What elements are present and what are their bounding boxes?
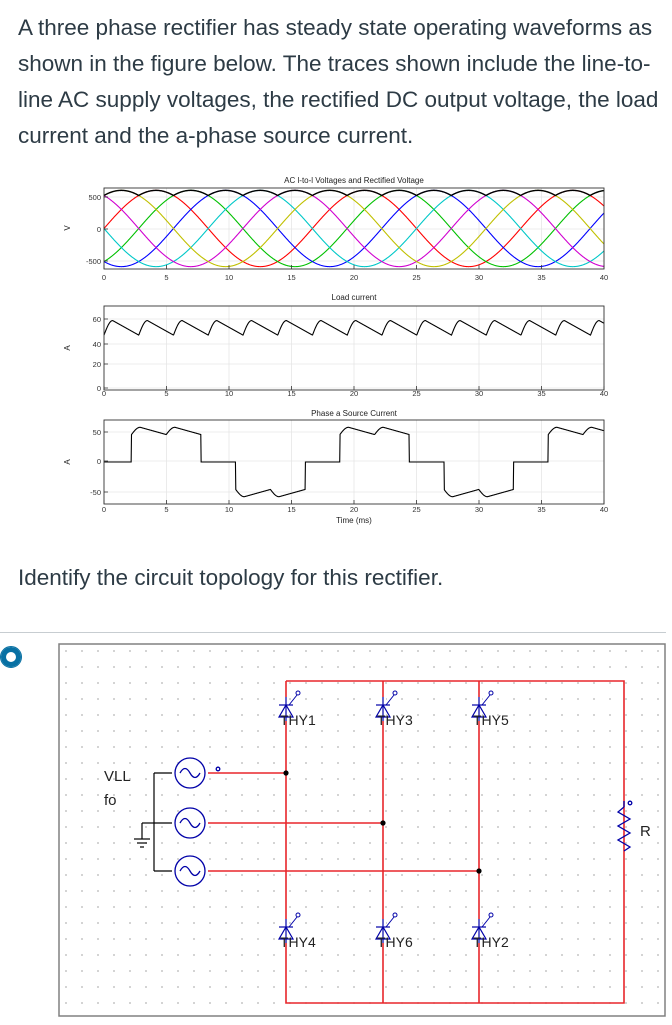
answer-radio-selected[interactable] (0, 646, 22, 668)
x-tick-label: 30 (475, 505, 483, 514)
junction-dots (283, 770, 482, 874)
divider (0, 632, 666, 633)
wiring (208, 680, 625, 1004)
x-tick-label: 0 (102, 505, 106, 514)
thyristor-thy4[interactable]: THY4 (277, 912, 316, 950)
x-tick-label: 30 (475, 389, 483, 398)
thyristor-thy6[interactable]: THY6 (374, 912, 413, 950)
x-tick-label: 5 (164, 389, 168, 398)
y-tick-label: 500 (88, 193, 101, 202)
x-tick-label: 15 (287, 505, 295, 514)
thyristor-label: THY3 (377, 712, 413, 728)
y-tick-label: -50 (90, 488, 101, 497)
y-tick-label: 40 (93, 340, 101, 349)
x-tick-label: 5 (164, 273, 168, 282)
x-tick-label: 5 (164, 505, 168, 514)
x-tick-label: 25 (412, 505, 420, 514)
question-prompt: A three phase rectifier has steady state… (18, 15, 659, 148)
x-tick-label: 35 (537, 505, 545, 514)
thyristor-label: THY6 (377, 934, 413, 950)
thyristor-label: THY4 (280, 934, 316, 950)
x-tick-label: 15 (287, 389, 295, 398)
thyristor-thy2[interactable]: THY2 (470, 912, 509, 950)
x-tick-label: 20 (350, 273, 358, 282)
rectified-voltage-series (103, 189, 605, 197)
resistor-icon (616, 800, 633, 852)
y-tick-label: 0 (97, 225, 101, 234)
x-tick-label: 15 (287, 273, 295, 282)
thyristor-label: THY2 (473, 934, 509, 950)
y-tick-label: 0 (97, 384, 101, 393)
y-tick-label: 60 (93, 315, 101, 324)
load-current-series (103, 319, 605, 336)
y-tick-label: 0 (97, 457, 101, 466)
identify-prompt: Identify the circuit topology for this r… (18, 565, 444, 590)
thyristor-thy5[interactable]: THY5 (470, 690, 509, 728)
x-tick-label: 10 (225, 273, 233, 282)
y-tick-label: 50 (93, 428, 101, 437)
chart-title: Load current (332, 293, 378, 302)
phase-current-series (104, 426, 605, 498)
source-wiring (134, 772, 172, 872)
thyristor-thy1[interactable]: THY1 (277, 690, 316, 728)
source-label-fo: fo (104, 792, 117, 809)
x-tick-label: 40 (600, 389, 608, 398)
source-label-vll: VLL (104, 768, 131, 785)
chart-title: AC l-to-l Voltages and Rectified Voltage (284, 176, 424, 185)
x-tick-label: 0 (102, 389, 106, 398)
x-tick-label: 0 (102, 273, 106, 282)
ac-sources (174, 757, 221, 887)
load-label: R (640, 823, 651, 840)
x-tick-label: 25 (412, 273, 420, 282)
x-tick-label: 10 (225, 505, 233, 514)
x-tick-label: 20 (350, 505, 358, 514)
y-tick-label: 20 (93, 360, 101, 369)
line-voltage-series (103, 189, 605, 268)
x-tick-label: 35 (537, 273, 545, 282)
y-axis-label: A (63, 345, 72, 351)
thyristor-thy3[interactable]: THY3 (374, 690, 413, 728)
schematic-frame (58, 643, 666, 1017)
x-tick-label: 40 (600, 273, 608, 282)
x-tick-label: 30 (475, 273, 483, 282)
x-tick-label: 20 (350, 389, 358, 398)
x-tick-label: 35 (537, 389, 545, 398)
thyristor-label: THY5 (473, 712, 509, 728)
x-tick-label: 25 (412, 389, 420, 398)
x-axis-label: Time (ms) (336, 516, 372, 525)
thyristor-label: THY1 (280, 712, 316, 728)
y-tick-label: -500 (86, 257, 101, 266)
x-tick-label: 10 (225, 389, 233, 398)
y-axis-label: A (63, 459, 72, 465)
y-axis-label: V (63, 225, 72, 231)
line-voltage-series (103, 189, 605, 268)
x-tick-label: 40 (600, 505, 608, 514)
chart-title: Phase a Source Current (311, 409, 398, 418)
